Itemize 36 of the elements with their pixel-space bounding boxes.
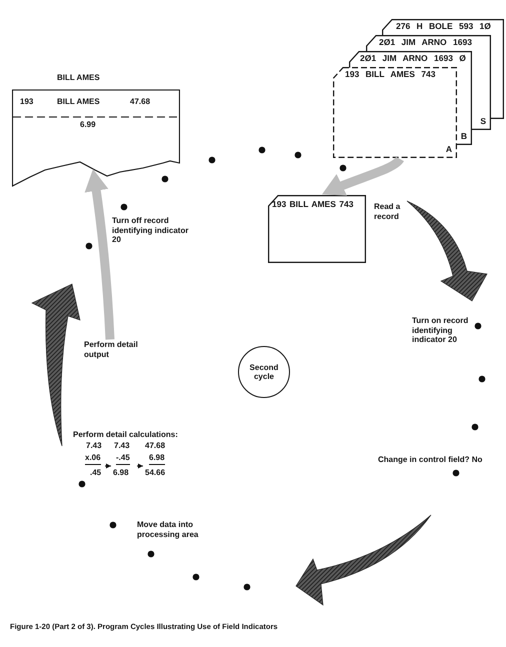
step-label: Read a record xyxy=(374,202,401,222)
step-label: Turn off record identifying indicator 20 xyxy=(112,216,189,245)
arrow xyxy=(84,168,114,340)
printed-value: BILL AMES xyxy=(57,97,100,106)
step-label: Perform detail calculations: xyxy=(73,430,178,440)
code-letter: A xyxy=(446,145,452,155)
calculation-value: x.06 xyxy=(85,453,101,465)
code-letter: S xyxy=(480,117,486,127)
record-text: 276 H BOLE 593 1Ø xyxy=(396,22,491,32)
report-heading: BILL AMES xyxy=(57,73,100,82)
printed-value: 47.68 xyxy=(130,97,150,106)
printed-value: 193 xyxy=(20,97,34,106)
printed-report xyxy=(12,72,180,188)
step-label: Change in control field? No xyxy=(378,455,482,465)
calculation-value: 54.66 xyxy=(145,468,166,478)
record-text: 193 BILL AMES 743 xyxy=(345,70,436,80)
cycle-circle xyxy=(238,346,290,398)
record-card xyxy=(268,195,366,263)
record-text: 2Ø1 JIM ARNO 1693 Ø xyxy=(360,54,466,64)
printed-value: 6.99 xyxy=(80,120,96,130)
record-text: 2Ø1 JIM ARNO 1693 xyxy=(379,38,472,48)
step-label: Turn on record identifying indicator 20 xyxy=(412,316,469,345)
arrow xyxy=(320,156,404,198)
step-label: Move data into processing area xyxy=(137,520,199,540)
calculation-value: -.45 xyxy=(116,453,130,465)
step-label: Perform detail output xyxy=(84,340,139,360)
calculation-value: 6.98 xyxy=(149,453,165,465)
punched-card xyxy=(333,67,457,158)
cycle-label: Second cycle xyxy=(249,362,279,382)
calculation-value: 7.43 xyxy=(114,441,130,451)
calculation-value: 6.98 xyxy=(113,468,129,478)
record-text: 193 BILL AMES 743 xyxy=(272,200,354,210)
calculation-value: 7.43 xyxy=(86,441,102,451)
calculation-value: .45 xyxy=(90,468,102,478)
code-letter: B xyxy=(460,132,467,142)
calculation-value: 47.68 xyxy=(145,441,166,451)
